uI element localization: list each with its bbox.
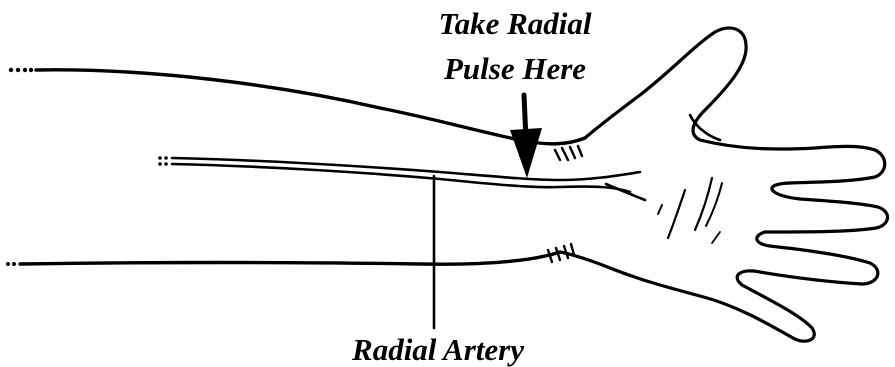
pulse-callout-line-1: Take Radial — [400, 8, 630, 39]
wrist-crease-upper — [555, 146, 582, 160]
artery-callout: Radial Artery — [318, 334, 558, 365]
middle-finger-outline — [765, 183, 888, 232]
lower-arm-dots — [6, 262, 16, 266]
pulse-site-arrow — [510, 95, 542, 178]
palm-creases — [658, 178, 722, 243]
pulse-site-callout: Take Radial Pulse Here — [400, 8, 630, 98]
pulse-callout-line-2: Pulse Here — [400, 53, 630, 84]
palm-top-edge — [700, 140, 885, 183]
radial-artery-vessel — [158, 156, 645, 200]
little-finger-outline — [700, 271, 814, 341]
palm-lower-edge — [560, 252, 700, 296]
ring-finger-outline — [757, 232, 878, 284]
forearm-lower-outline — [20, 252, 560, 264]
upper-arm-dots — [9, 68, 33, 72]
